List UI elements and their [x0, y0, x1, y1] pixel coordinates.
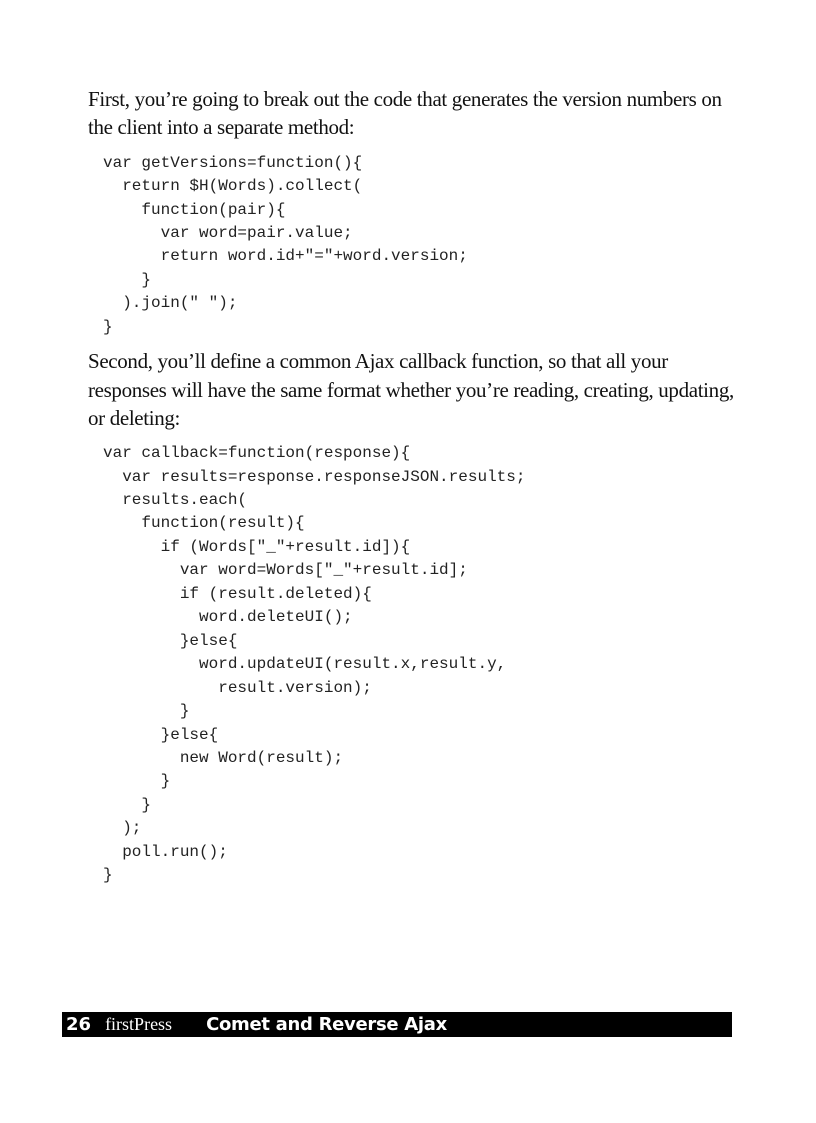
code-line: } — [103, 795, 152, 814]
code-line: var callback=function(response){ — [103, 444, 411, 463]
page-content: First, you’re going to break out the cod… — [88, 85, 748, 896]
code-line: var word=Words["_"+result.id]; — [103, 561, 468, 580]
code-line: } — [103, 317, 113, 336]
code-line: var word=pair.value; — [103, 223, 353, 242]
code-line: return $H(Words).collect( — [103, 177, 363, 196]
code-line: poll.run(); — [103, 842, 228, 861]
code-line: if (result.deleted){ — [103, 584, 372, 603]
code-line: } — [103, 702, 190, 721]
paragraph-callback: Second, you’ll define a common Ajax call… — [88, 349, 734, 430]
code-line: } — [103, 866, 113, 885]
code-block-get-versions: var getVersions=function(){ return $H(Wo… — [103, 152, 748, 340]
code-line: function(pair){ — [103, 200, 286, 219]
page-footer: 26 firstPress Comet and Reverse Ajax — [62, 1012, 732, 1037]
code-line: }else{ — [103, 725, 219, 744]
code-line: word.updateUI(result.x,result.y, — [103, 655, 507, 674]
code-line: var getVersions=function(){ — [103, 153, 363, 172]
code-line: return word.id+"="+word.version; — [103, 247, 468, 266]
code-line: var results=response.responseJSON.result… — [103, 467, 526, 486]
code-line: } — [103, 772, 171, 791]
code-line: new Word(result); — [103, 749, 344, 767]
code-line: ); — [103, 819, 142, 838]
code-line: }else{ — [103, 631, 238, 650]
code-line: word.deleteUI(); — [103, 608, 353, 627]
code-line: ).join(" "); — [103, 294, 238, 313]
code-line: function(result){ — [103, 514, 305, 533]
code-line: results.each( — [103, 491, 248, 510]
code-line: } — [103, 270, 152, 289]
code-line: result.version); — [103, 678, 372, 697]
code-line: if (Words["_"+result.id]){ — [103, 537, 411, 556]
code-block-callback: var callback=function(response){ var res… — [103, 442, 748, 888]
publisher-brand: firstPress — [105, 1014, 173, 1034]
paragraph-intro: First, you’re going to break out the cod… — [88, 87, 722, 140]
chapter-title: Comet and Reverse Ajax — [206, 1014, 447, 1035]
page-number: 26 — [66, 1014, 92, 1035]
